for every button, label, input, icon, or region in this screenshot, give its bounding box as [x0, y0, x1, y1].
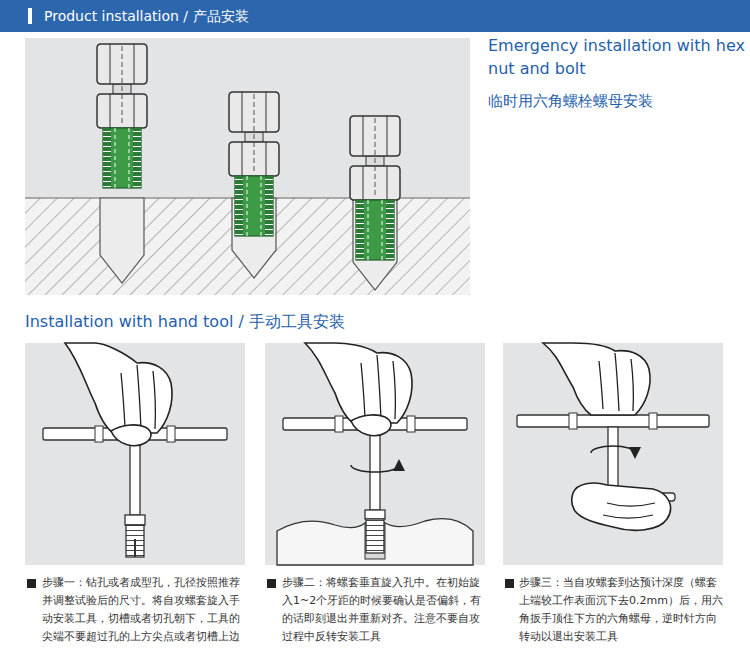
- step3-panel-part: [572, 483, 671, 530]
- step1-panel-part: [121, 365, 155, 429]
- step2-panel-part: [361, 355, 395, 419]
- section-heading-cn: 临时用六角螺栓螺母安装: [488, 90, 746, 112]
- step1-panel-part: [167, 426, 175, 442]
- header-title: Product installation / 产品安装: [44, 7, 249, 25]
- section-heading: Installation with hand tool / 手动工具安装: [25, 311, 485, 333]
- step2-panel: [265, 343, 485, 565]
- step2-panel-part: [365, 510, 385, 519]
- step1-panel: [25, 343, 245, 565]
- section-heading: Emergency installation with hex nut and …: [488, 34, 746, 80]
- step2-panel-part: [366, 519, 384, 553]
- step3-panel-part: [649, 413, 657, 429]
- step1-panel-part: [65, 343, 172, 433]
- step3-panel: [503, 343, 723, 565]
- step3-panel-part: [517, 415, 709, 427]
- emergency-panel: [25, 38, 470, 295]
- step3-panel-part: [591, 446, 635, 453]
- step1-panel-part: [95, 426, 103, 442]
- step3-panel-part: [608, 427, 618, 491]
- emergency-panel-part: [350, 116, 400, 260]
- step1-panel-part: [134, 539, 136, 557]
- emergency-panel-part: [100, 198, 144, 283]
- emergency-panel-part: [25, 38, 470, 295]
- step2-panel-part: [351, 465, 399, 472]
- step3-panel-part: [569, 413, 577, 429]
- step1-panel-part: [130, 440, 140, 515]
- step1-panel-part: [111, 425, 151, 446]
- step3-panel-part: [543, 343, 650, 415]
- step1-panel-part: [126, 525, 144, 557]
- step3-panel-part: [599, 353, 633, 411]
- emergency-panel-part: [229, 92, 279, 236]
- step2-panel-part: [305, 343, 412, 423]
- step2-panel-part: [351, 415, 391, 436]
- step-note: 步骤三：当自攻螺套到达预计深度（螺套上端较工作表面沉下去0.2mm）后，用六角扳…: [519, 574, 725, 646]
- bullet-squares-part: [505, 579, 514, 588]
- bullet-squares-part: [27, 579, 36, 588]
- header-marker: [28, 8, 32, 24]
- step3-panel-part: [503, 343, 723, 565]
- step2-panel-part: [277, 519, 473, 565]
- step2-panel-part: [265, 343, 485, 565]
- step2-panel-part: [335, 416, 343, 432]
- step-note: 步骤二：将螺套垂直旋入孔中。在初始旋入1~2个牙距的时候要确认是否偏斜，有的话即…: [282, 574, 486, 646]
- emergency-panel-part: [97, 44, 147, 188]
- step1-panel-part: [25, 343, 245, 565]
- step2-panel-part: [370, 430, 380, 510]
- header-band: Product installation / 产品安装: [0, 0, 750, 32]
- bullet-squares-part: [267, 579, 276, 588]
- step2-panel-part: [407, 416, 415, 432]
- step3-panel-part: [603, 503, 655, 518]
- step-note: 步骤一：钻孔或者成型孔，孔径按照推荐并调整试验后的尺寸。将自攻螺套旋入手动安装工…: [42, 574, 246, 646]
- step1-panel-part: [125, 515, 145, 525]
